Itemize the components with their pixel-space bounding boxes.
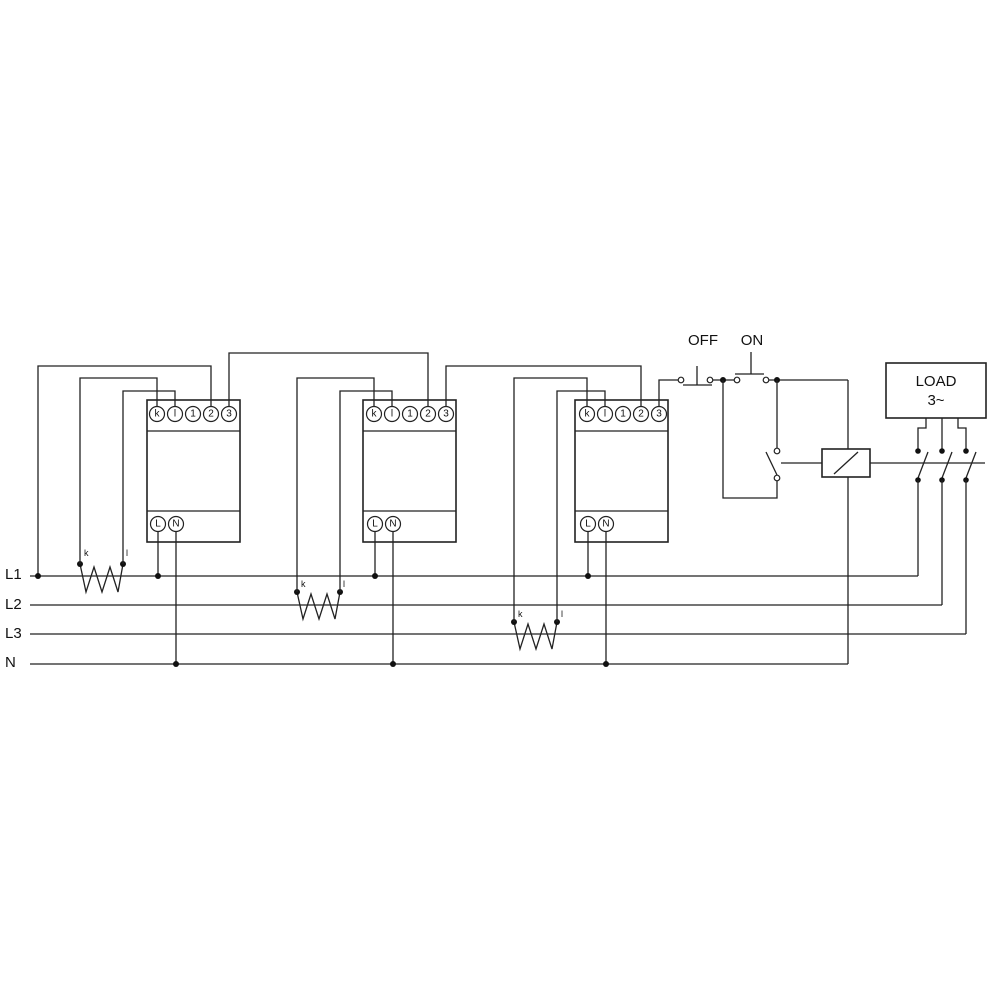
ct-2-k-wire (296, 377, 375, 592)
ct-1-l-wire (122, 390, 176, 564)
load-feed-l3-wire (957, 418, 967, 451)
load-block: LOAD 3~ (885, 362, 987, 419)
hold-contact-bottom-terminal (773, 474, 781, 482)
meter-2-terminal-3-label: 3 (443, 409, 449, 420)
meter-3-terminal-k-label: k (585, 409, 591, 420)
load-feed-l1-wire (917, 418, 927, 451)
current-transformer-3: k l (511, 609, 563, 652)
meter-1-terminal-2-label: 2 (208, 409, 214, 420)
meter-2-terminal-k-label: k (372, 409, 378, 420)
meter-3-terminal-3-label: 3 (656, 409, 662, 420)
l1-to-meter-1-terminal-2-wire (37, 365, 212, 576)
rail-label-n: N (5, 654, 16, 671)
contact-l1-blade (917, 451, 929, 479)
ct-2-k-label: k (301, 579, 306, 589)
off-button-contact-left (677, 376, 685, 384)
control-circuit: OFF ON (677, 332, 849, 664)
meter-2: k l 1 2 3 L N (362, 399, 457, 543)
meter-1-terminal-k-label: k (155, 409, 161, 420)
meter-supply-wiring (155, 531, 609, 667)
meter-1-terminal-1 (184, 405, 202, 423)
ct-wiring (79, 377, 606, 622)
meter-2-terminal-N-label: N (389, 519, 396, 530)
ct-3-k-wire (513, 377, 588, 622)
junction-dot (155, 573, 161, 579)
meter-3: k l 1 2 3 L N (574, 399, 669, 543)
ct-2-l-wire (339, 390, 393, 592)
off-button (677, 366, 714, 386)
rail-label-l1: L1 (5, 566, 22, 583)
meter-1-terminal-1-label: 1 (190, 409, 196, 420)
meter-3-terminal-N-label: N (602, 519, 609, 530)
on-button-contact-left (733, 376, 741, 384)
ct-1-k-label: k (84, 548, 89, 558)
junction-dot (585, 573, 591, 579)
meter-1: k l 1 2 3 L N (146, 399, 241, 543)
ct-3-l-label: l (561, 609, 563, 619)
meter-3-terminal-L-label: L (585, 519, 591, 530)
hold-contact-return-wire (722, 380, 778, 499)
ct-1-k-wire (79, 377, 158, 564)
off-button-contact-right (706, 376, 714, 384)
supply-rails: L1 L2 L3 N (5, 566, 966, 671)
junction-dot (603, 661, 609, 667)
junction-dot (35, 573, 41, 579)
contactor-coil-slash (833, 451, 859, 475)
contact-l3-blade (965, 451, 977, 479)
meter-3-terminal-l-label: l (604, 409, 606, 420)
off-button-label: OFF (688, 332, 718, 349)
meter-2-to-meter-3-wire (445, 365, 642, 407)
main-contacts (915, 418, 977, 634)
on-button-label: ON (741, 332, 764, 349)
contact-l2-top-dot (939, 448, 945, 454)
meter-2-terminal-1-label: 1 (407, 409, 413, 420)
meter-2-terminal-L-label: L (372, 519, 378, 530)
junction-dot (390, 661, 396, 667)
current-transformer-1: k l (77, 548, 128, 595)
hold-contact (722, 380, 781, 499)
contact-l1-top-dot (915, 448, 921, 454)
meter-1-to-meter-2-wire (228, 352, 429, 407)
on-button (733, 352, 770, 384)
hold-contact-blade (765, 451, 778, 476)
ct-2-l-label: l (343, 579, 345, 589)
meter-2-terminal-1 (401, 405, 419, 423)
ct-3-coil (513, 621, 558, 652)
meter-2-terminal-l-label: l (391, 409, 393, 420)
ct-2-coil (296, 591, 341, 622)
meter-1-terminal-l-label: l (174, 409, 176, 420)
relay-chain-wiring (35, 352, 681, 579)
ct-3-k-label: k (518, 609, 523, 619)
meter-3-terminal-1-label: 1 (620, 409, 626, 420)
meter-1-terminal-L-label: L (155, 519, 161, 530)
load-box (885, 362, 987, 419)
meter-2-terminal-2-label: 2 (425, 409, 431, 420)
load-phase-label: 3~ (927, 392, 944, 409)
hold-contact-top-terminal (773, 447, 781, 455)
ct-1-l-label: l (126, 548, 128, 558)
meter-1-terminal-N-label: N (172, 519, 179, 530)
meter-3-terminal-1 (614, 405, 632, 423)
ct-3-l-wire (556, 390, 606, 622)
junction-dot (173, 661, 179, 667)
load-label: LOAD (916, 373, 957, 390)
on-button-contact-right (762, 376, 770, 384)
contact-l2-blade (941, 451, 953, 479)
meter-3-to-off-button-wire (658, 379, 681, 407)
rail-label-l2: L2 (5, 596, 22, 613)
ct-1-coil (79, 563, 124, 595)
meter-1-terminal-3-label: 3 (226, 409, 232, 420)
meter-3-terminal-2-label: 2 (638, 409, 644, 420)
junction-dot (372, 573, 378, 579)
contact-l3-top-dot (963, 448, 969, 454)
rail-label-l3: L3 (5, 625, 22, 642)
current-transformer-2: k l (294, 579, 345, 622)
contactor-coil (821, 448, 871, 478)
